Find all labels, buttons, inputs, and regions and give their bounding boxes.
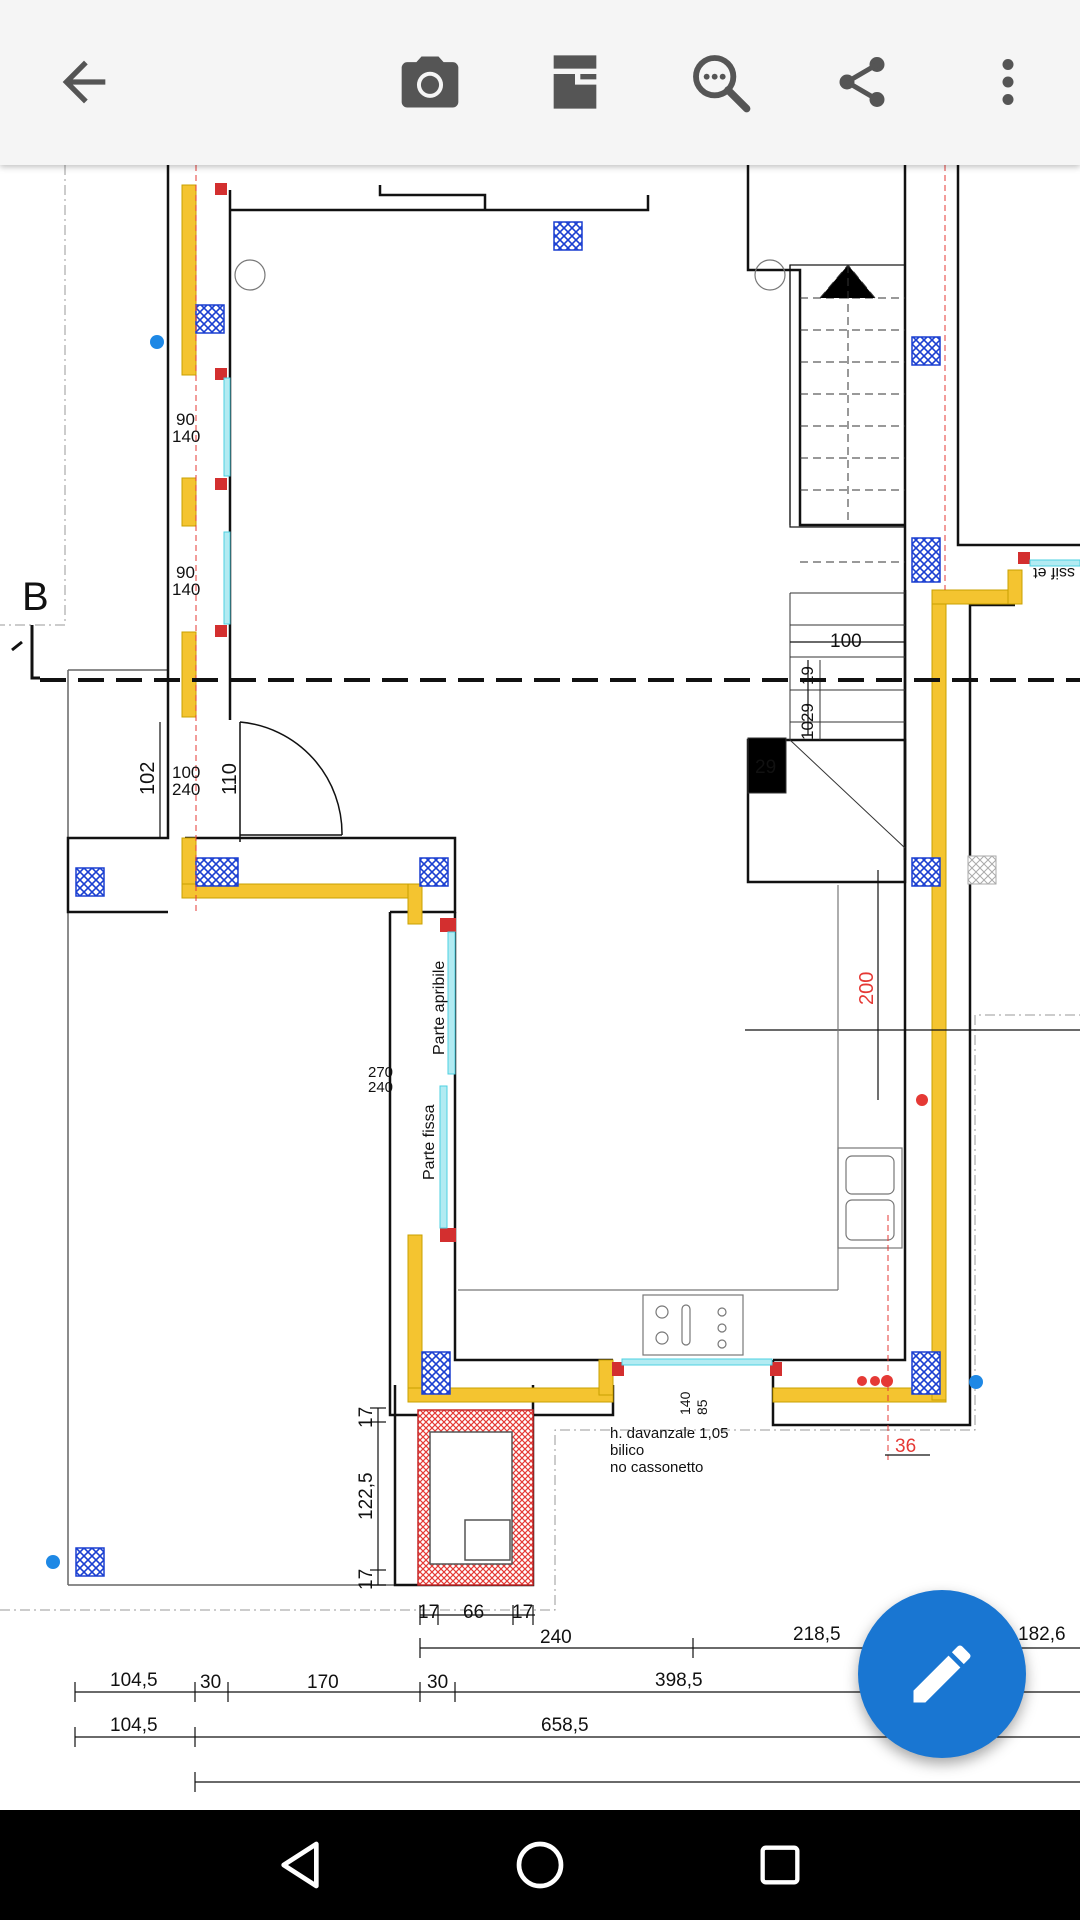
system-navigation-bar: [0, 1810, 1080, 1920]
arrow-back-icon: [62, 60, 106, 104]
dim-label: 170: [307, 1672, 339, 1693]
dim-label: 240: [172, 780, 200, 799]
dim-label: 398,5: [655, 1670, 703, 1691]
dim-label: 104,5: [110, 1670, 158, 1691]
dim-label: 85: [694, 1399, 710, 1415]
edit-fab-button[interactable]: [858, 1590, 1026, 1758]
dim-label: 17: [512, 1602, 533, 1623]
layout-icon: [553, 55, 597, 109]
nav-home-button[interactable]: [505, 1830, 575, 1900]
window-note: no cassonetto: [610, 1459, 703, 1476]
dim-label: 218,5: [793, 1624, 841, 1645]
more-vert-icon: [1002, 59, 1014, 105]
back-button[interactable]: [44, 42, 124, 122]
top-toolbar: [0, 0, 1080, 165]
nav-recents-button[interactable]: [745, 1830, 815, 1900]
dim-label: 90: [176, 410, 195, 429]
dim-label: 10: [798, 721, 817, 740]
dim-label: 240: [540, 1627, 572, 1648]
dim-label: 17: [356, 1407, 377, 1428]
home-circle-icon: [516, 1841, 564, 1889]
dim-label: 122,5: [356, 1472, 377, 1520]
more-options-button[interactable]: [968, 42, 1048, 122]
dim-label: 19: [798, 666, 817, 685]
camera-icon: [401, 56, 459, 108]
floor-plan-canvas[interactable]: B 90 140 90 140 100 240 102 110 100 19 2…: [0, 165, 1080, 1810]
layout-button[interactable]: [535, 42, 615, 122]
window-label-openable: Parte apribile: [431, 961, 448, 1055]
dim-label: 182,6: [1018, 1624, 1066, 1645]
zoom-button[interactable]: [680, 42, 760, 122]
section-label: B: [22, 575, 49, 619]
dim-label: 17: [356, 1569, 377, 1590]
window-label-fixed: Parte fissa: [421, 1104, 438, 1180]
window-note: bilico: [610, 1442, 644, 1459]
dim-label: 36: [895, 1436, 916, 1457]
cut-label: ssif et: [1033, 564, 1075, 581]
zoom-icon: [693, 55, 751, 113]
dim-label: 658,5: [541, 1715, 589, 1736]
nav-back-button[interactable]: [265, 1830, 335, 1900]
dim-label: 29: [798, 703, 817, 722]
recents-square-icon: [760, 1845, 800, 1885]
dim-label: 17: [418, 1602, 439, 1623]
camera-button[interactable]: [390, 42, 470, 122]
dim-label: 30: [200, 1672, 221, 1693]
dim-label: 100: [830, 631, 862, 652]
dim-label: 110: [219, 763, 241, 795]
back-triangle-icon: [281, 1841, 319, 1889]
dim-label: 30: [427, 1672, 448, 1693]
floor-plan-drawing: B 90 140 90 140 100 240 102 110 100 19 2…: [0, 165, 1080, 1792]
dim-label: 100: [172, 763, 200, 782]
dim-label: 90: [176, 563, 195, 582]
dim-label: 140: [172, 580, 200, 599]
share-button[interactable]: [822, 42, 902, 122]
dim-label: 270: [368, 1064, 393, 1081]
share-icon: [839, 57, 885, 107]
dim-label: 104,5: [110, 1715, 158, 1736]
dim-label: 29: [755, 757, 776, 778]
dim-label: 66: [463, 1602, 484, 1623]
dim-label: 140: [172, 427, 200, 446]
dim-label: 200: [856, 972, 878, 1005]
dim-label: 102: [137, 762, 159, 795]
window-note: h. davanzale 1,05: [610, 1425, 728, 1442]
dim-label: 140: [677, 1391, 693, 1415]
dim-label: 240: [368, 1079, 393, 1096]
edit-pencil-icon: [913, 1645, 971, 1703]
